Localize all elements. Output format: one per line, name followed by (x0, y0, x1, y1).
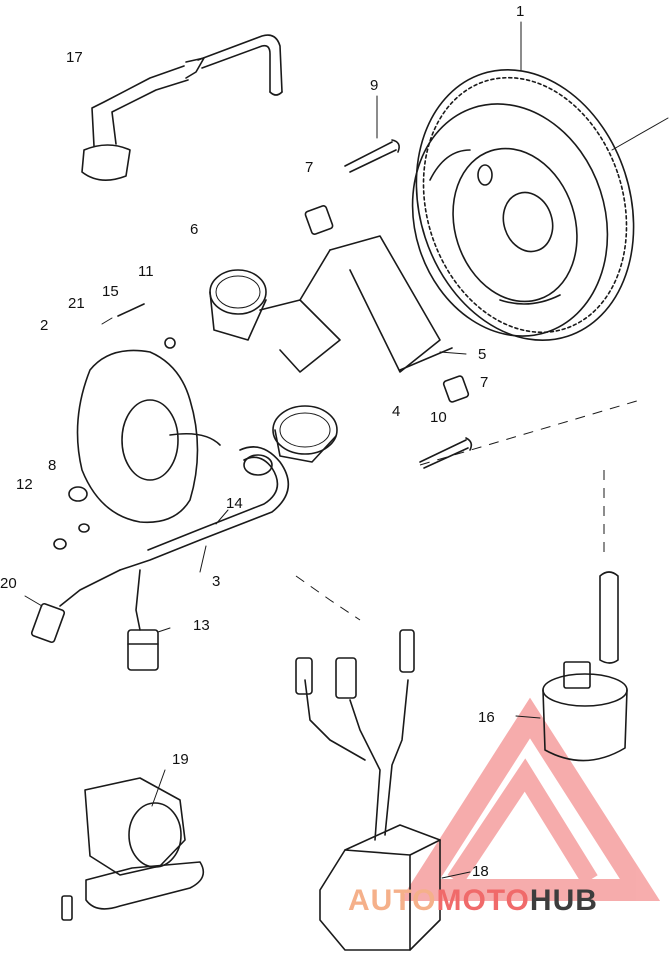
stator-plate (76, 303, 221, 524)
watermark-moto: MOTO (436, 884, 530, 917)
screw-10 (419, 437, 473, 469)
callout-21: 21 (68, 295, 85, 312)
callout-3: 3 (212, 573, 221, 590)
watermark-auto: AUTO (348, 884, 437, 917)
screw-9 (344, 139, 400, 173)
alignment-line-a (419, 399, 641, 466)
callout-14: 14 (226, 495, 243, 512)
watermark-hub: HUB (529, 884, 598, 917)
fastener-8 (68, 486, 88, 502)
callout-16: 16 (478, 709, 495, 726)
watermark-text: AUTOMOTOHUB (348, 884, 598, 918)
callout-4: 4 (392, 403, 401, 420)
alignment-line-b (295, 575, 361, 621)
watermark-logo (399, 697, 661, 901)
spacer-upper (304, 205, 334, 235)
connector-20 (30, 602, 66, 644)
callout-11: 11 (138, 263, 154, 280)
callout-6: 6 (190, 221, 199, 238)
fastener-12 (53, 538, 67, 550)
callout-17: 17 (66, 49, 83, 66)
callout-2: 2 (40, 317, 49, 334)
callout-19: 19 (172, 751, 189, 768)
connector-13 (127, 629, 159, 671)
callout-7-upper: 7 (305, 159, 314, 176)
callout-15: 15 (102, 283, 119, 300)
callout-10: 10 (430, 409, 447, 426)
callout-8: 8 (48, 457, 57, 474)
stator-coils (209, 235, 453, 463)
cdi-module (295, 629, 441, 951)
callout-18: 18 (472, 863, 489, 880)
spark-plug-cap (81, 34, 283, 181)
flywheel (411, 69, 669, 341)
callout-7-lower: 7 (480, 374, 489, 391)
callout-1: 1 (516, 3, 525, 20)
callout-5: 5 (478, 346, 487, 363)
ignition-coil (542, 470, 628, 762)
leader-lines (24, 21, 541, 879)
callout-20: 20 (0, 575, 17, 592)
callout-13: 13 (193, 617, 210, 634)
solenoid (61, 777, 205, 921)
callout-9: 9 (370, 77, 379, 94)
fastener-12b (78, 523, 90, 533)
wire-harness (59, 446, 290, 631)
callout-12: 12 (16, 476, 33, 493)
spacer-lower (442, 375, 470, 403)
